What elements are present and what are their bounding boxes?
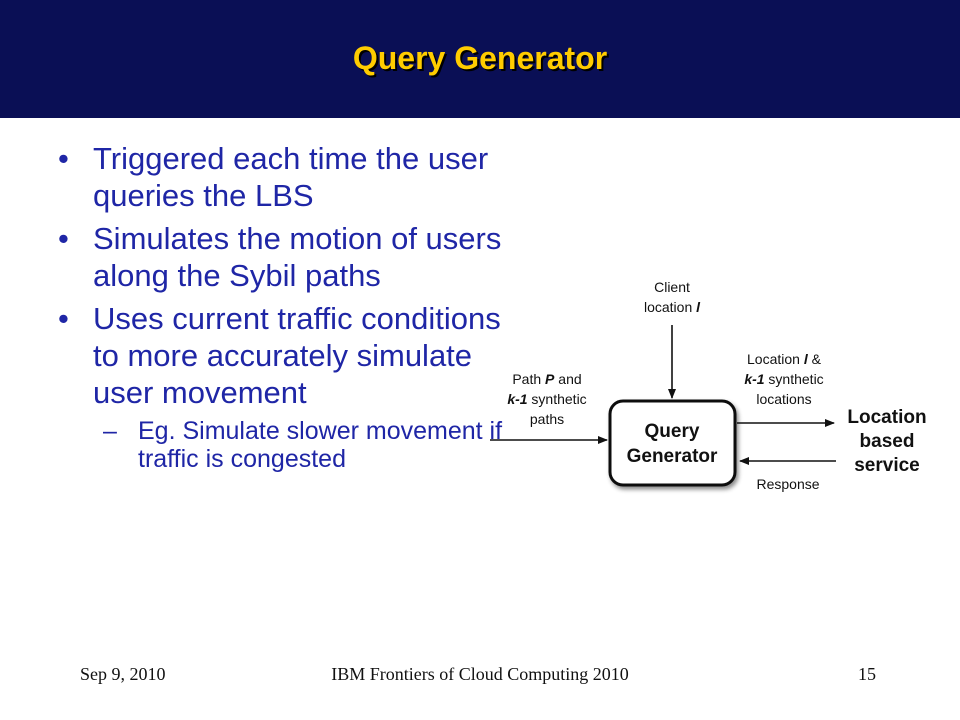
loc-label-var: l [804,351,809,367]
service-label-line2: based [860,431,915,452]
loc-label-line3: locations [756,391,811,407]
bullet-item: • Uses current traffic conditions to mor… [58,300,508,411]
bullet-text: Simulates the motion of users along the … [93,221,502,293]
bullet-text: Triggered each time the user queries the… [93,141,489,213]
loc-label-text: Location [747,351,804,367]
title-bar [0,0,960,118]
loc-label-text2: synthetic [765,371,824,387]
service-label-line3: service [854,455,920,476]
bullet-item: • Simulates the motion of users along th… [58,220,508,294]
path-label-line3: paths [530,411,564,427]
response-label: Response [756,476,819,492]
service-label-line1: Location [847,407,926,428]
loc-label-end: & [808,351,822,367]
client-label-var: l [696,299,701,315]
box-label-line2: Generator [627,446,718,467]
bullet-item: • Triggered each time the user queries t… [58,140,508,214]
box-label-line1: Query [645,421,700,442]
footer-event: IBM Frontiers of Cloud Computing 2010 [331,664,629,684]
path-label-line1: Path P and [512,371,581,387]
sub-bullet-item: – Eg. Simulate slower movement if traffi… [58,417,508,473]
loc-label-line1: Location l & [747,351,822,367]
footer-page-number: 15 [858,664,876,684]
bullet-text: Uses current traffic conditions to more … [93,301,501,410]
path-label-text: Path [512,371,545,387]
bullet-marker: • [58,221,69,256]
query-generator-box [608,399,737,487]
loc-label-var2: k-1 [744,371,764,387]
sub-bullet-marker: – [103,417,117,445]
slide-title: Query Generator [352,40,608,76]
loc-label-line2: k-1 synthetic [744,371,823,387]
path-label-text2: synthetic [528,391,587,407]
client-label-line1: Client [654,279,690,295]
sub-bullet-text: Eg. Simulate slower movement if traffic … [138,417,503,473]
path-label-end: and [554,371,581,387]
path-label-line2: k-1 synthetic [507,391,586,407]
bullet-list: • Triggered each time the user queries t… [58,140,508,473]
path-label-var2: k-1 [507,391,527,407]
path-label-var: P [545,371,555,387]
bullet-marker: • [58,301,69,336]
bullet-marker: • [58,141,69,176]
client-label-line2: location l [644,299,701,315]
client-label-text: location [644,299,696,315]
footer-date: Sep 9, 2010 [80,664,166,684]
